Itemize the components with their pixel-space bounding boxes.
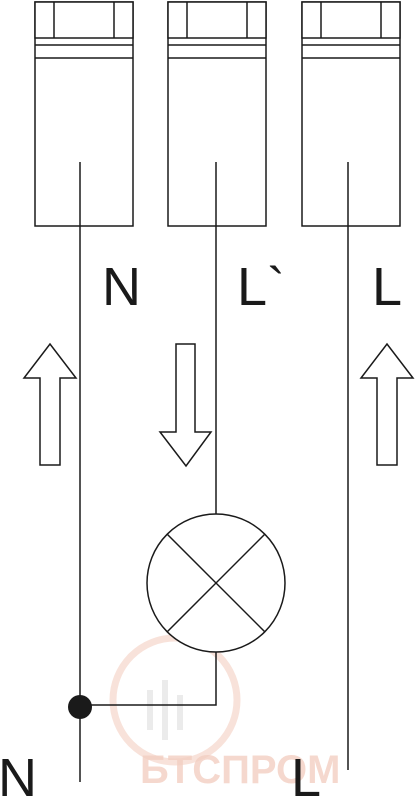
terminal-l-top	[301, 1, 401, 39]
label-top-l-switched: L`	[237, 257, 285, 317]
label-bottom-n: N	[0, 748, 37, 800]
lamp-return-wire	[80, 652, 217, 706]
terminal-block-l-switched	[167, 1, 267, 227]
terminal-l-switched-body	[167, 1, 267, 227]
watermark-plug-icon	[147, 680, 183, 740]
terminal-block-l	[301, 1, 401, 227]
lamp-symbol	[146, 513, 286, 653]
watermark-text: БТСПРОМ	[140, 748, 340, 792]
arrow-down-switched	[158, 343, 213, 468]
lamp-cross-2	[166, 533, 266, 633]
terminal-n-top	[34, 1, 134, 39]
junction-dot	[68, 695, 92, 719]
label-top-l: L	[372, 257, 402, 317]
watermark-bulb-circle	[109, 634, 241, 766]
label-top-n: N	[102, 257, 141, 317]
arrow-up-neutral	[22, 342, 78, 466]
label-bottom-l: L	[291, 748, 321, 800]
terminal-block-n	[34, 1, 134, 227]
terminal-l-body	[301, 1, 401, 227]
terminal-l-switched-top	[167, 1, 267, 39]
arrow-up-live	[359, 342, 415, 466]
